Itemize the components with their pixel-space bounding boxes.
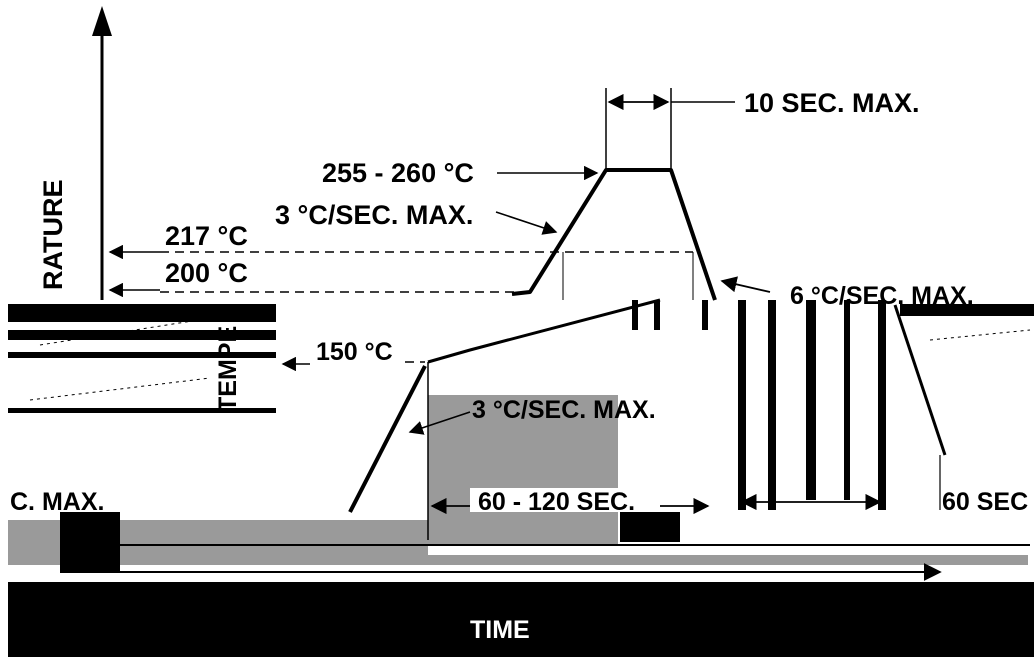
reflow-time-label: 60 SEC <box>942 488 1028 516</box>
preheat-time-label: 60 - 120 SEC. <box>478 488 635 516</box>
profile-curve <box>511 168 717 301</box>
band-left-low <box>8 408 276 413</box>
preheat-temp-label: 150 °C <box>316 338 393 366</box>
ramp-down-leader <box>720 276 771 293</box>
band-top-right <box>900 304 1034 316</box>
preheat-ramp-leader <box>408 411 471 435</box>
x-axis-label: TIME <box>470 616 530 644</box>
liquidus-label: 217 °C <box>165 221 248 251</box>
baseline-band <box>60 512 120 572</box>
y-axis-arrowhead <box>92 6 112 36</box>
lower-profile: 6 °C/SEC. MAX. TEMPE 150 °C 3 °C/SE <box>8 282 1034 657</box>
bottom-band <box>8 582 1034 657</box>
upper-profile: RATURE 10 SEC. MAX. 255 - 260 °C 3 °C/SE… <box>38 6 920 301</box>
band-left-mid <box>8 352 276 358</box>
y-axis-label-lower: TEMPE <box>214 326 242 412</box>
soak-curve <box>427 298 661 364</box>
ramp-up-leader <box>495 211 558 235</box>
left-cut-label: C. MAX. <box>10 488 104 516</box>
preheat-ramp-line <box>348 365 427 513</box>
band-top-left <box>8 304 276 322</box>
peak-temp-label: 255 - 260 °C <box>322 158 474 188</box>
y-axis-label-top: RATURE <box>38 180 68 291</box>
band-top-left-2 <box>8 330 276 340</box>
preheat-ramp-label: 3 °C/SEC. MAX. <box>472 396 656 424</box>
dwell-label: 10 SEC. MAX. <box>744 88 920 118</box>
cooldown-line <box>893 304 947 456</box>
preheat-shade <box>428 395 618 545</box>
ramp-up-label: 3 °C/SEC. MAX. <box>275 200 473 230</box>
reflow-start-label: 200 °C <box>165 258 248 288</box>
